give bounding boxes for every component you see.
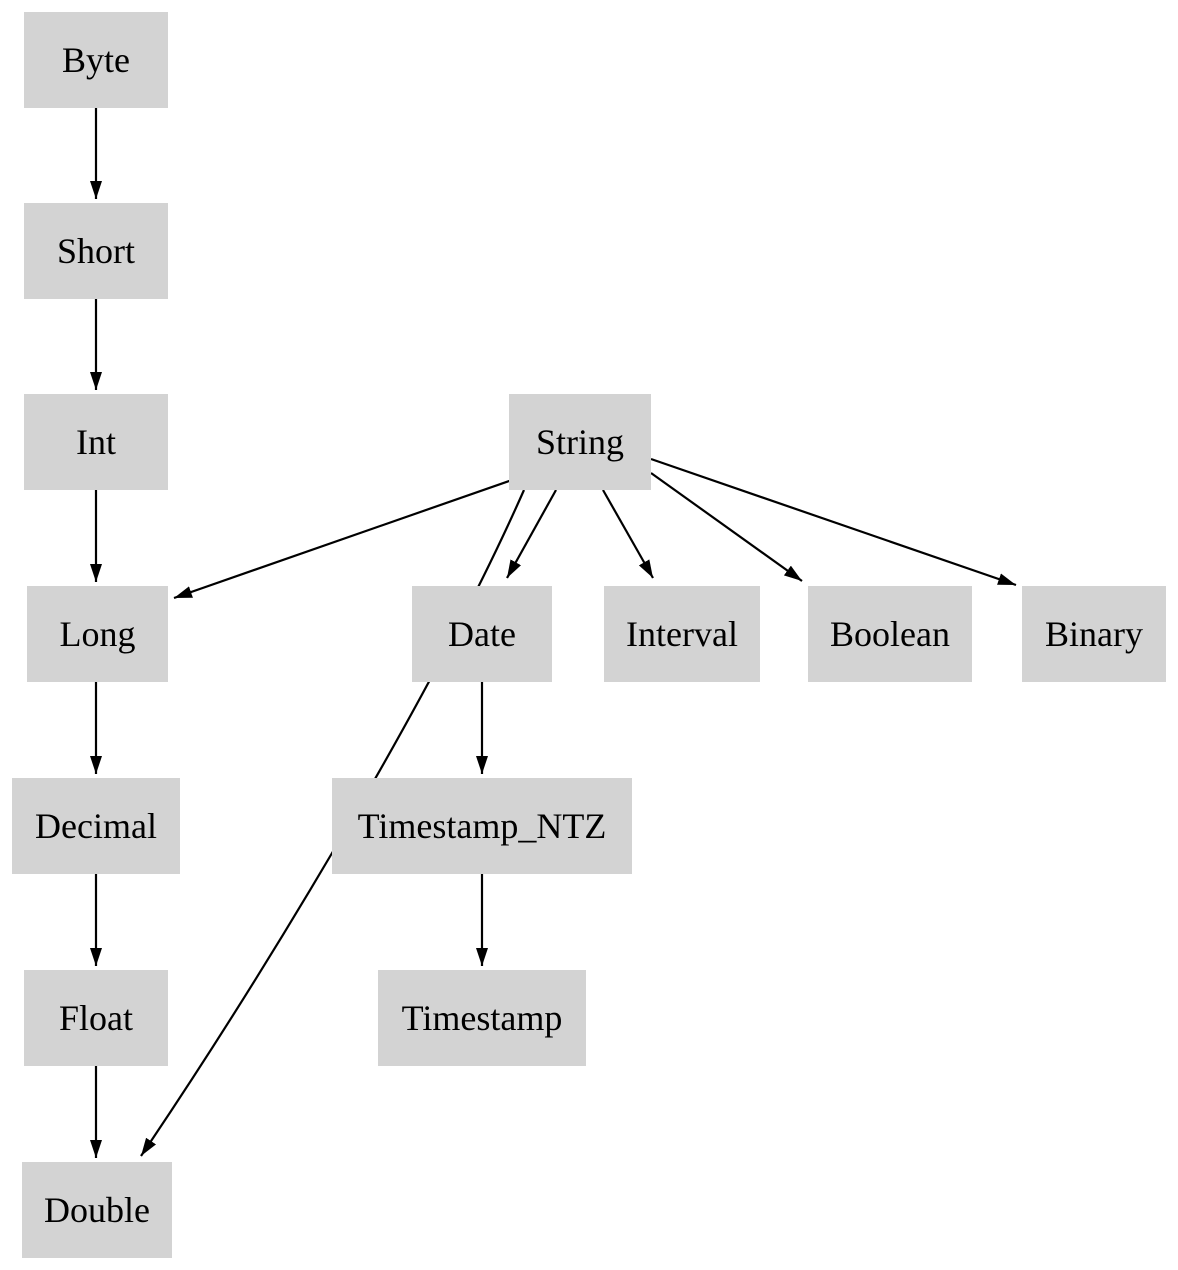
edge-string-interval — [602, 489, 654, 579]
node-timestamp-ntz: Timestamp_NTZ — [332, 778, 632, 874]
node-float: Float — [24, 970, 168, 1066]
node-timestamp: Timestamp — [378, 970, 586, 1066]
node-decimal: Decimal — [12, 778, 180, 874]
node-short: Short — [24, 203, 168, 299]
node-long: Long — [27, 586, 168, 682]
node-byte: Byte — [24, 12, 168, 108]
edge-string-binary — [650, 457, 1017, 587]
node-boolean: Boolean — [808, 586, 972, 682]
node-interval: Interval — [604, 586, 760, 682]
edge-string-date — [506, 489, 557, 579]
edge-string-long — [173, 478, 513, 600]
edge-string-boolean — [650, 472, 803, 582]
node-int: Int — [24, 394, 168, 490]
node-binary: Binary — [1022, 586, 1166, 682]
node-string: String — [509, 394, 651, 490]
node-date: Date — [412, 586, 552, 682]
node-double: Double — [22, 1162, 172, 1258]
